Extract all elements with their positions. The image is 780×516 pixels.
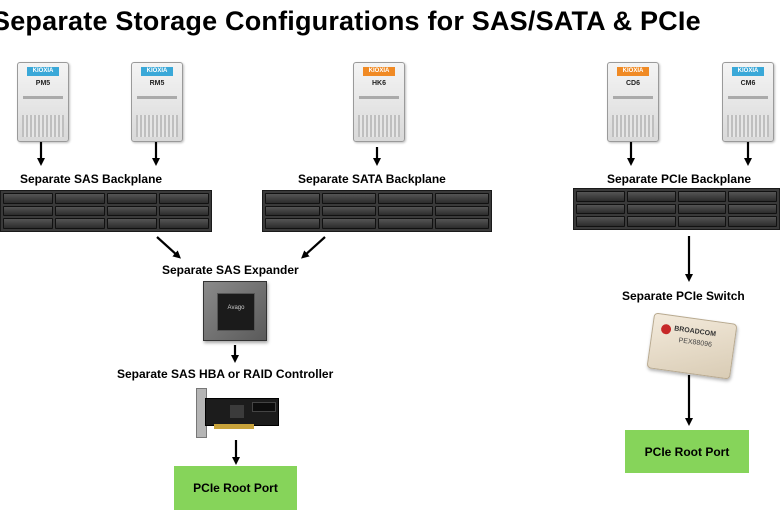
pcie-root-port-left: PCIe Root Port	[174, 466, 297, 510]
pcie-switch-chip: BROADCOM PEX88096	[646, 312, 738, 380]
broadcom-logo-icon	[660, 323, 672, 335]
drive-grill	[136, 115, 178, 137]
pcie-switch-label: Separate PCIe Switch	[622, 289, 745, 303]
drive-brand-label: KIOXIA	[27, 67, 59, 76]
drive-model-label: CM6	[740, 80, 756, 87]
drive-bay	[107, 218, 157, 229]
sas-expander-chip: Avago	[203, 281, 267, 341]
drive-bay	[576, 216, 625, 227]
drive-info-strip	[728, 96, 768, 99]
drive-bay	[434, 193, 489, 204]
expander-chip-text: Avago	[227, 305, 245, 311]
switch-brand-text: BROADCOM	[673, 325, 717, 339]
drive-bay	[434, 218, 489, 229]
drive-bay	[265, 205, 320, 217]
drive-grill	[358, 115, 400, 137]
drive-info-strip	[359, 96, 399, 99]
ssd-drive-pm5: KIOXIA PM5	[17, 62, 69, 142]
drive-bay	[3, 218, 53, 229]
drive-bay	[107, 205, 157, 217]
drive-bay	[677, 203, 727, 215]
drive-bay	[321, 218, 376, 229]
drive-bay	[378, 193, 433, 204]
drive-bay	[378, 218, 433, 229]
drive-bay	[728, 216, 777, 227]
ssd-drive-cd6: KIOXIA CD6	[607, 62, 659, 142]
drive-grill	[612, 115, 654, 137]
drive-bay	[159, 205, 209, 217]
drive-bay	[55, 218, 105, 229]
drive-brand-label: KIOXIA	[141, 67, 173, 76]
drive-bay	[626, 203, 676, 215]
drive-model-label: CD6	[625, 80, 640, 87]
hba-raid-card	[196, 388, 279, 438]
drive-info-strip	[613, 96, 653, 99]
drive-bay	[159, 193, 209, 204]
sata-backplane	[262, 190, 492, 232]
hba-raid-label: Separate SAS HBA or RAID Controller	[117, 367, 334, 381]
pcie-backplane-label: Separate PCIe Backplane	[607, 172, 752, 186]
drive-bay	[3, 205, 53, 217]
drive-bay	[55, 193, 105, 204]
drive-bay	[378, 205, 433, 217]
drive-info-strip	[23, 96, 63, 99]
arrow-sas-backplane-to-expander	[156, 236, 181, 259]
arrow-sata-backplane-to-expander	[301, 236, 326, 259]
ssd-drive-hk6: KIOXIA HK6	[353, 62, 405, 142]
pcie-backplane	[573, 188, 780, 230]
drive-bay	[626, 216, 676, 227]
sas-backplane	[0, 190, 212, 232]
drive-model-label: HK6	[371, 80, 386, 87]
drive-bay	[55, 205, 105, 217]
sas-expander-label: Separate SAS Expander	[162, 263, 299, 277]
drive-brand-label: KIOXIA	[363, 67, 395, 76]
drive-brand-label: KIOXIA	[732, 67, 764, 76]
drive-model-label: RM5	[149, 80, 165, 87]
drive-bay	[728, 191, 777, 202]
drive-bay	[107, 193, 157, 204]
drive-bay	[321, 193, 376, 204]
card-edge-contacts	[214, 424, 254, 429]
ssd-drive-cm6: KIOXIA CM6	[722, 62, 774, 142]
card-connector	[252, 402, 276, 412]
drive-info-strip	[137, 96, 177, 99]
drive-model-label: PM5	[35, 80, 51, 87]
drive-bay	[677, 216, 727, 227]
drive-grill	[727, 115, 769, 137]
drive-bay	[626, 191, 676, 202]
page-title: Separate Storage Configurations for SAS/…	[0, 6, 701, 36]
card-pcb	[205, 398, 279, 426]
drive-bay	[677, 191, 727, 202]
drive-bay	[265, 193, 320, 204]
drive-bay	[265, 218, 320, 229]
drive-bay	[321, 205, 376, 217]
drive-bay	[728, 203, 777, 215]
drive-bay	[576, 203, 625, 215]
switch-model-text: PEX88096	[678, 337, 713, 349]
card-chip	[230, 405, 244, 418]
sata-backplane-label: Separate SATA Backplane	[298, 172, 446, 186]
drive-grill	[22, 115, 64, 137]
sas-backplane-label: Separate SAS Backplane	[20, 172, 163, 186]
expander-die: Avago	[217, 293, 255, 331]
drive-brand-label: KIOXIA	[617, 67, 649, 76]
drive-bay	[434, 205, 489, 217]
pcie-root-port-right: PCIe Root Port	[625, 430, 749, 473]
drive-bay	[3, 193, 53, 204]
ssd-drive-rm5: KIOXIA RM5	[131, 62, 183, 142]
drive-bay	[576, 191, 625, 202]
drive-bay	[159, 218, 209, 229]
